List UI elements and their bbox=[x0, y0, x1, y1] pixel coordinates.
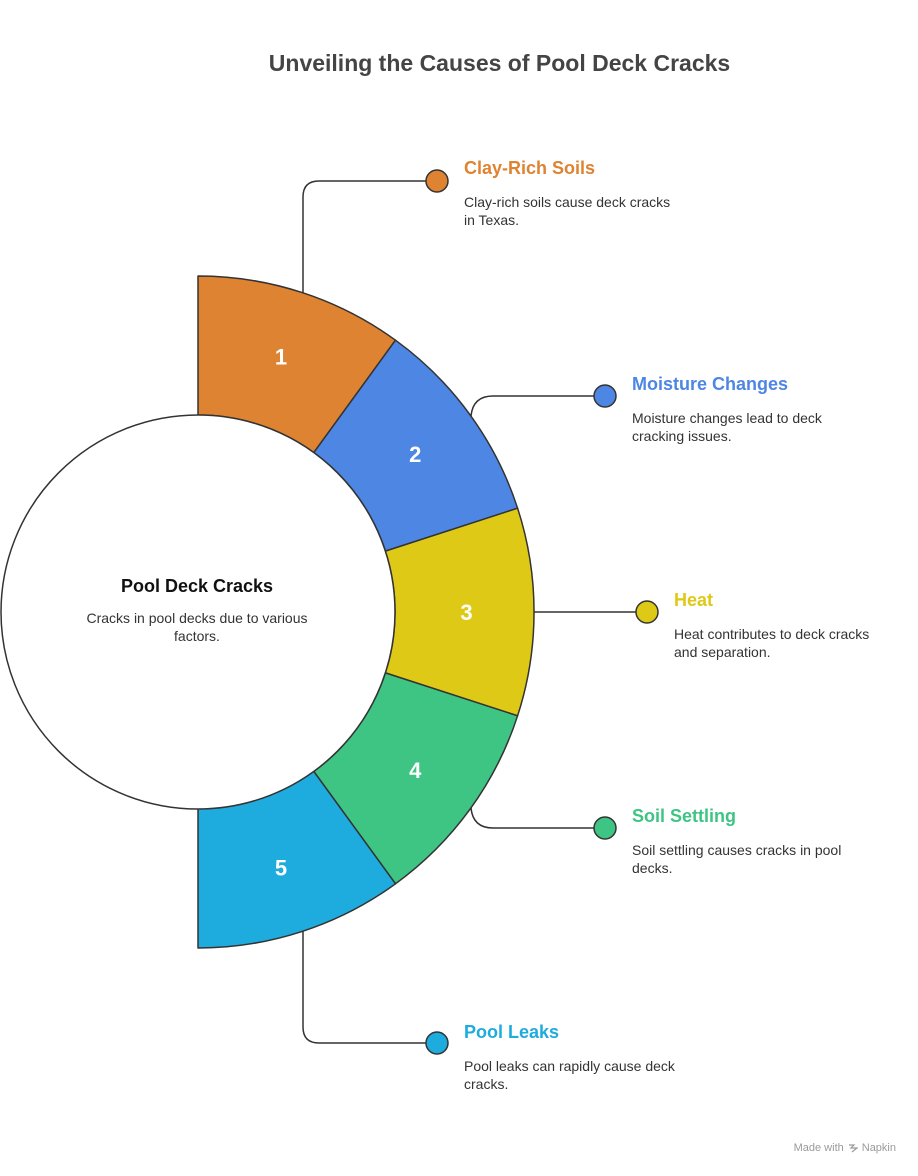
label-heat: Heat Heat contributes to deck cracks and… bbox=[674, 590, 894, 661]
connector-dot-1 bbox=[425, 169, 449, 193]
connector-dot-3 bbox=[635, 600, 659, 624]
segment-number-1: 1 bbox=[275, 345, 287, 370]
label-description: Soil settling causes cracks in pool deck… bbox=[632, 842, 842, 876]
segment-number-4: 4 bbox=[409, 758, 422, 783]
label-title: Moisture Changes bbox=[632, 374, 789, 394]
segment-numbers: 1 2 3 4 5 bbox=[275, 345, 473, 881]
connector-line-4 bbox=[470, 807, 605, 829]
napkin-icon bbox=[848, 1144, 858, 1153]
segment-number-5: 5 bbox=[275, 855, 287, 880]
made-with-text: Made with bbox=[793, 1142, 844, 1154]
label-title: Clay-Rich Soils bbox=[464, 158, 596, 178]
label-pool-leaks: Pool Leaks Pool leaks can rapidly cause … bbox=[464, 1022, 684, 1093]
napkin-brand-text: Napkin bbox=[861, 1142, 896, 1154]
connector-line-5 bbox=[302, 930, 437, 1044]
made-with-napkin-credit: Made with Napkin bbox=[794, 1142, 896, 1154]
label-description: Pool leaks can rapidly cause deck cracks… bbox=[464, 1058, 675, 1092]
connector-dot-4 bbox=[593, 816, 617, 840]
label-description: Clay-rich soils cause deck cracks in Tex… bbox=[464, 194, 671, 228]
center-label: Pool Deck Cracks Cracks in pool decks du… bbox=[40, 576, 354, 645]
diagram-title: Unveiling the Causes of Pool Deck Cracks bbox=[268, 50, 731, 76]
connector-dot-5 bbox=[425, 1031, 449, 1055]
label-description: Heat contributes to deck cracks and sepa… bbox=[674, 626, 870, 660]
center-description: Cracks in pool decks due to various fact… bbox=[86, 610, 308, 644]
connector-line-2 bbox=[470, 395, 605, 417]
connector-dot-2 bbox=[593, 384, 617, 408]
label-title: Soil Settling bbox=[632, 806, 737, 826]
label-soil-settling: Soil Settling Soil settling causes crack… bbox=[632, 806, 852, 877]
label-title: Pool Leaks bbox=[464, 1022, 560, 1042]
connector-lines bbox=[302, 180, 647, 1044]
segment-number-3: 3 bbox=[460, 600, 472, 625]
center-title: Pool Deck Cracks bbox=[120, 576, 274, 596]
label-moisture-changes: Moisture Changes Moisture changes lead t… bbox=[632, 374, 852, 445]
connector-line-1 bbox=[302, 180, 437, 294]
label-clay-rich-soils: Clay-Rich Soils Clay-rich soils cause de… bbox=[464, 158, 684, 229]
label-title: Heat bbox=[674, 590, 714, 610]
connector-dots bbox=[425, 169, 659, 1055]
segment-number-2: 2 bbox=[409, 442, 421, 467]
center-circle bbox=[0, 414, 396, 810]
label-description: Moisture changes lead to deck cracking i… bbox=[632, 410, 822, 444]
